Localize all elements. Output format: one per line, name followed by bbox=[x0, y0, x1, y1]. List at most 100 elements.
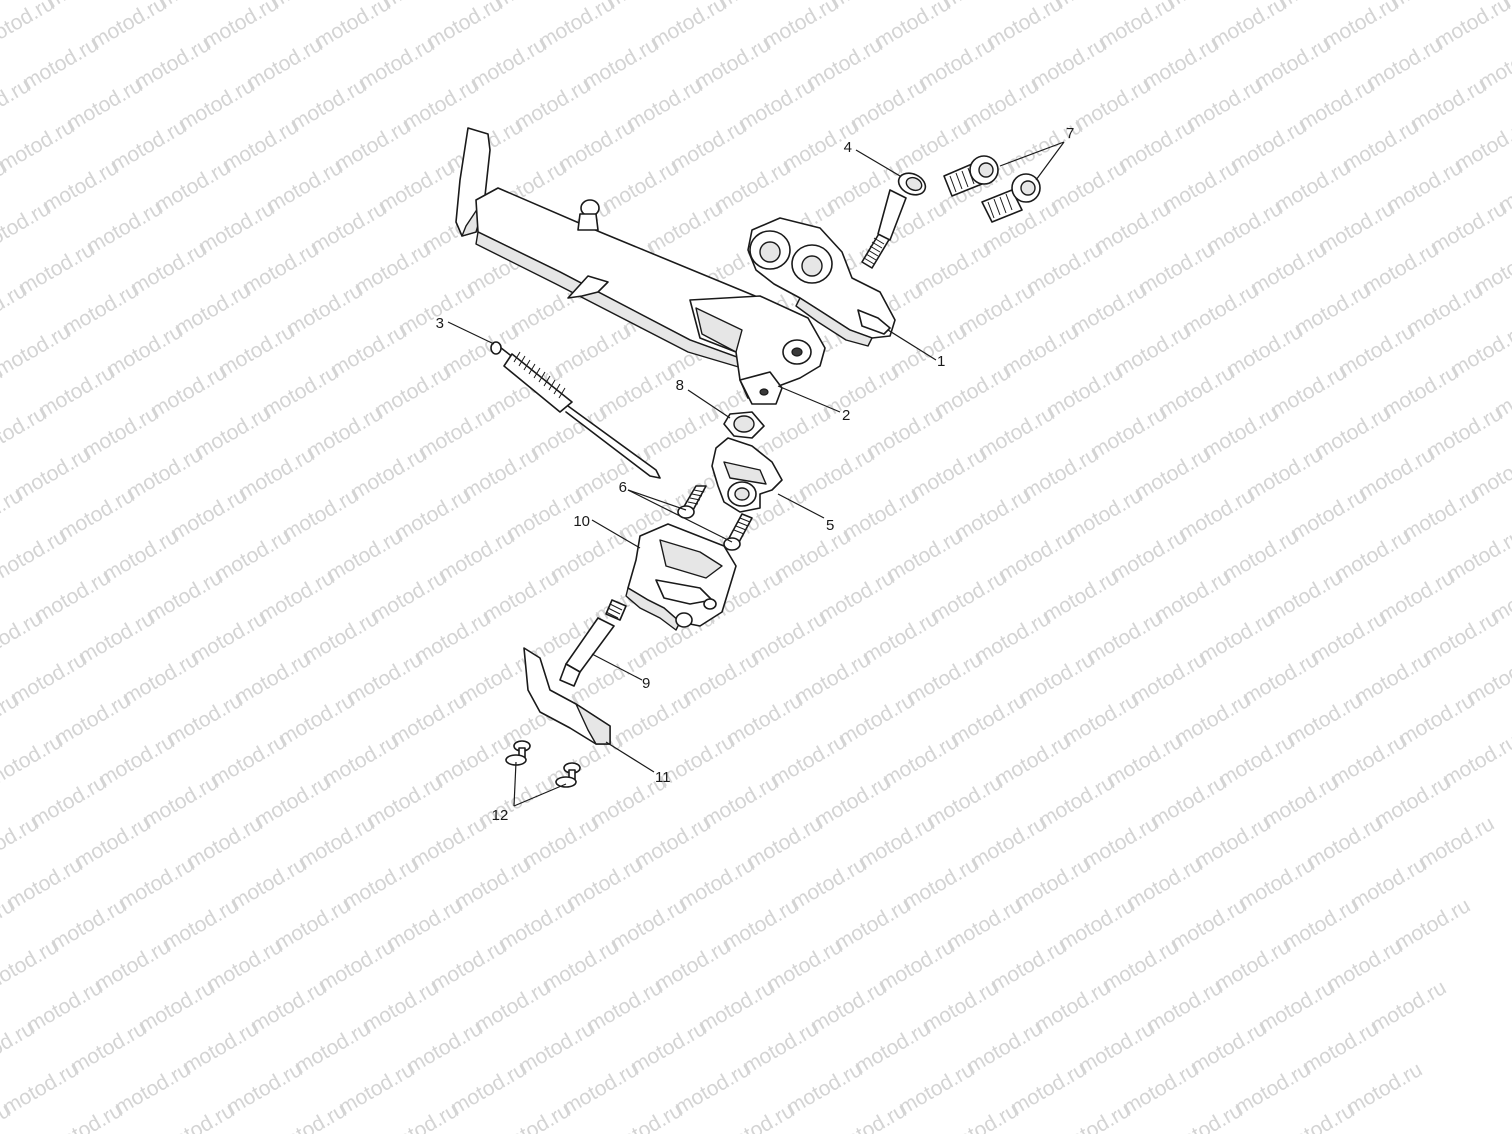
watermark-text: motod.ru bbox=[203, 935, 286, 996]
watermark-text: motod.ru bbox=[1007, 1058, 1090, 1119]
watermark-text: motod.ru bbox=[475, 771, 558, 832]
watermark-text: motod.ru bbox=[1187, 1017, 1270, 1078]
watermark-text: motod.ru bbox=[7, 648, 90, 709]
part-10-switch bbox=[625, 523, 737, 631]
watermark-text: motod.ru bbox=[0, 1058, 82, 1119]
watermark-text: motod.ru bbox=[1403, 279, 1486, 340]
watermark-text: motod.ru bbox=[0, 607, 46, 668]
watermark-text: motod.ru bbox=[0, 0, 14, 12]
part-12-screws bbox=[505, 740, 581, 788]
watermark-text: motod.ru bbox=[183, 812, 266, 873]
watermark-text: motod.ru bbox=[1259, 771, 1342, 832]
watermark-text: motod.ru bbox=[643, 197, 726, 258]
watermark-text: motod.ru bbox=[827, 1099, 910, 1134]
watermark-text: motod.ru bbox=[15, 238, 98, 299]
watermark-text: motod.ru bbox=[535, 0, 618, 53]
watermark-text: motod.ru bbox=[1011, 853, 1094, 914]
watermark-text: motod.ru bbox=[1419, 607, 1502, 668]
watermark-text: motod.ru bbox=[931, 361, 1014, 422]
watermark-text: motod.ru bbox=[459, 443, 542, 504]
watermark-text: motod.ru bbox=[675, 853, 758, 914]
watermark-text: motod.ru bbox=[147, 361, 230, 422]
watermark-text: motod.ru bbox=[1103, 730, 1186, 791]
watermark-text: motod.ru bbox=[0, 730, 66, 791]
watermark-text: motod.ru bbox=[1279, 894, 1362, 955]
watermark-text: motod.ru bbox=[1227, 115, 1310, 176]
watermark-text: motod.ru bbox=[447, 1058, 530, 1119]
watermark-text: motod.ru bbox=[987, 935, 1070, 996]
watermark-text: motod.ru bbox=[863, 402, 946, 463]
watermark-text: motod.ru bbox=[959, 74, 1042, 135]
watermark-text: motod.ru bbox=[491, 1099, 574, 1134]
watermark-text: motod.ru bbox=[711, 156, 794, 217]
watermark-text: motod.ru bbox=[595, 361, 678, 422]
callout-11: 11 bbox=[655, 769, 671, 786]
watermark-text: motod.ru bbox=[899, 853, 982, 914]
watermark-text: motod.ru bbox=[1423, 402, 1506, 463]
watermark-text: motod.ru bbox=[715, 1099, 798, 1134]
watermark-text: motod.ru bbox=[0, 812, 42, 873]
watermark-text: motod.ru bbox=[667, 115, 750, 176]
watermark-text: motod.ru bbox=[819, 361, 902, 422]
watermark-text: motod.ru bbox=[963, 1017, 1046, 1078]
watermark-text: motod.ru bbox=[195, 197, 278, 258]
watermark-text: motod.ru bbox=[1307, 607, 1390, 668]
watermark-text: motod.ru bbox=[767, 730, 850, 791]
watermark-text: motod.ru bbox=[831, 894, 914, 955]
watermark-text: motod.ru bbox=[0, 402, 50, 463]
watermark-text: motod.ru bbox=[915, 33, 998, 94]
watermark-text: motod.ru bbox=[259, 361, 342, 422]
watermark-text: motod.ru bbox=[1107, 525, 1190, 586]
watermark-text: motod.ru bbox=[947, 689, 1030, 750]
watermark-text: motod.ru bbox=[323, 525, 406, 586]
watermark-text: motod.ru bbox=[555, 115, 638, 176]
watermark-text: motod.ru bbox=[679, 648, 762, 709]
watermark-text: motod.ru bbox=[39, 156, 122, 217]
watermark-text: motod.ru bbox=[623, 74, 706, 135]
watermark-text: motod.ru bbox=[1199, 402, 1282, 463]
callout-5: 5 bbox=[826, 517, 834, 534]
watermark-text: motod.ru bbox=[627, 1017, 710, 1078]
watermark-text: motod.ru bbox=[999, 320, 1082, 381]
watermark-text: motod.ru bbox=[1319, 0, 1402, 53]
watermark-text: motod.ru bbox=[1031, 976, 1114, 1037]
watermark-text: motod.ru bbox=[387, 689, 470, 750]
watermark-text: motod.ru bbox=[847, 74, 930, 135]
watermark-text: motod.ru bbox=[107, 115, 190, 176]
watermark-text: motod.ru bbox=[0, 320, 74, 381]
watermark-text: motod.ru bbox=[127, 238, 210, 299]
watermark-text: motod.ru bbox=[243, 33, 326, 94]
watermark-text: motod.ru bbox=[1119, 1058, 1202, 1119]
watermark-text: motod.ru bbox=[139, 771, 222, 832]
watermark-text: motod.ru bbox=[31, 566, 114, 627]
watermark-text: motod.ru bbox=[1147, 771, 1230, 832]
watermark-text: motod.ru bbox=[919, 976, 1002, 1037]
watermark-text: motod.ru bbox=[251, 771, 334, 832]
watermark-text: motod.ru bbox=[1351, 648, 1434, 709]
watermark-text: motod.ru bbox=[131, 33, 214, 94]
watermark-text: motod.ru bbox=[875, 935, 958, 996]
watermark-text: motod.ru bbox=[1155, 361, 1238, 422]
watermark-text: motod.ru bbox=[1239, 648, 1322, 709]
watermark-text: motod.ru bbox=[471, 976, 554, 1037]
watermark-text: motod.ru bbox=[1023, 238, 1106, 299]
watermark-text: motod.ru bbox=[1407, 74, 1490, 135]
watermark-text: motod.ru bbox=[103, 320, 186, 381]
watermark-text: motod.ru bbox=[427, 935, 510, 996]
watermark-text: motod.ru bbox=[1115, 115, 1198, 176]
callout-12: 12 bbox=[492, 807, 509, 824]
watermark-text: motod.ru bbox=[1395, 689, 1478, 750]
watermark-text: motod.ru bbox=[87, 0, 170, 53]
callout-labels: 1 2 3 4 5 6 7 8 9 10 11 12 bbox=[436, 125, 1075, 824]
part-9-spacer bbox=[559, 599, 627, 687]
watermark-text: motod.ru bbox=[539, 935, 622, 996]
watermark-text: motod.ru bbox=[151, 156, 234, 217]
watermark-text: motod.ru bbox=[1027, 33, 1110, 94]
watermark-text: motod.ru bbox=[335, 1058, 418, 1119]
watermark-text: motod.ru bbox=[639, 402, 722, 463]
watermark-text: motod.ru bbox=[511, 74, 594, 135]
watermark-text: motod.ru bbox=[303, 402, 386, 463]
watermark-text: motod.ru bbox=[247, 976, 330, 1037]
watermark-text: motod.ru bbox=[551, 320, 634, 381]
watermark-text: motod.ru bbox=[719, 894, 802, 955]
